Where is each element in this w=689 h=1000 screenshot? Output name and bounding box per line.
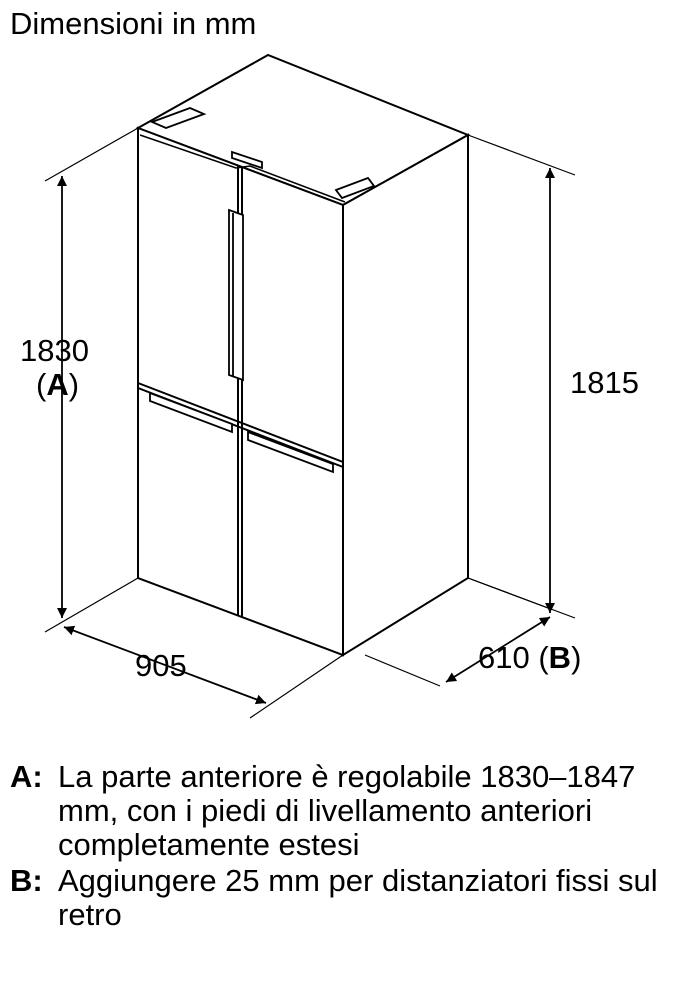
drawer-handles [149, 391, 334, 474]
notes-list: A: La parte anteriore è regolabile 1830–… [10, 760, 685, 934]
door-top-edge [139, 134, 346, 203]
dimension-lines [57, 168, 555, 705]
dim-1830-tag: (A) [36, 367, 80, 402]
dim-610-value: 610 (B) [478, 640, 582, 675]
note-b-label: B: [10, 863, 43, 898]
note-b: B: Aggiungere 25 mm per distanziatori fi… [10, 864, 685, 932]
note-a: A: La parte anteriore è regolabile 1830–… [10, 760, 685, 862]
dim-line-905 [63, 625, 267, 705]
dim-905-value: 905 [135, 648, 187, 683]
note-b-text: Aggiungere 25 mm per distanziatori fissi… [58, 863, 658, 932]
dim-line-610 [445, 616, 551, 683]
fridge-front [137, 126, 344, 657]
hinges [149, 107, 376, 200]
fridge-dimension-drawing [44, 53, 576, 719]
vertical-handle-icon [228, 208, 244, 382]
note-a-text: La parte anteriore è regolabile 1830–184… [58, 759, 636, 862]
extension-lines [44, 127, 576, 719]
fridge-side [342, 133, 469, 657]
dim-1815-value: 1815 [570, 365, 639, 400]
page-title: Dimensioni in mm [10, 6, 257, 41]
dim-1830-value: 1830 [20, 333, 89, 368]
note-a-label: A: [10, 759, 43, 794]
